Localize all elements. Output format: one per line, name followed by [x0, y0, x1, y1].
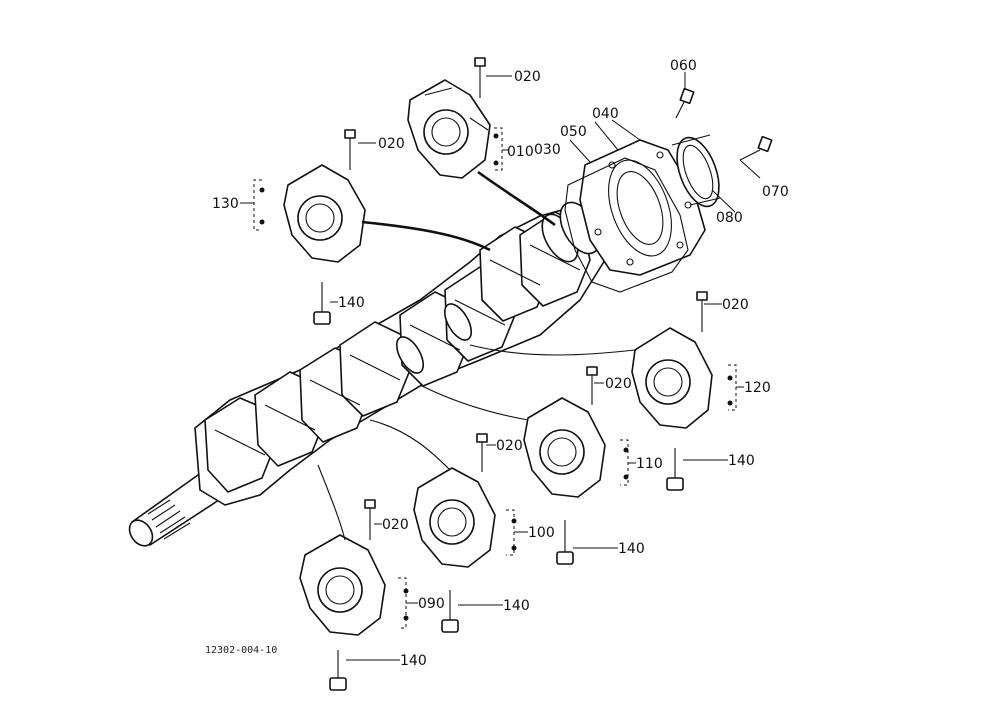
callout-020: 020	[514, 69, 541, 85]
callout-030: 030	[534, 142, 561, 158]
main-bearing-case-090	[299, 534, 386, 636]
bolt-070	[739, 135, 773, 161]
callout-130: 130	[212, 196, 239, 212]
oil-seal-080	[671, 134, 721, 208]
callout-020: 020	[382, 517, 409, 533]
bolts-140	[313, 282, 684, 691]
main-bearing-case-120	[631, 327, 713, 429]
leader-lines	[240, 72, 761, 661]
callout-010: 010	[507, 144, 534, 160]
rear-housing-040	[579, 139, 706, 276]
main-bearing-case-010	[407, 79, 491, 179]
callout-120: 120	[744, 380, 771, 396]
callout-040: 040	[592, 106, 619, 122]
bolt-060	[675, 87, 695, 119]
callout-080: 080	[716, 210, 743, 226]
callout-090: 090	[418, 596, 445, 612]
callout-020: 020	[496, 438, 523, 454]
crankshaft	[128, 201, 606, 547]
callout-100: 100	[528, 525, 555, 541]
callout-140: 140	[728, 453, 755, 469]
callout-140: 140	[338, 295, 365, 311]
callout-labels: 020 020 020 020 020 020 010 030 050 040 …	[212, 58, 789, 669]
callout-070: 070	[762, 184, 789, 200]
callout-020: 020	[722, 297, 749, 313]
gasket-050	[564, 157, 689, 293]
main-bearing-case-130	[283, 164, 366, 263]
callout-060: 060	[670, 58, 697, 74]
callout-020: 020	[378, 136, 405, 152]
callout-020: 020	[605, 376, 632, 392]
callout-110: 110	[636, 456, 663, 472]
callout-140: 140	[400, 653, 427, 669]
callout-140: 140	[503, 598, 530, 614]
main-bearing-case-100	[413, 467, 496, 568]
figure-code: 12302-004-10	[205, 645, 277, 656]
callout-140: 140	[618, 541, 645, 557]
callout-050: 050	[560, 124, 587, 140]
main-bearing-case-110	[523, 397, 606, 498]
bolts-020	[344, 57, 708, 540]
assembly-connector-lines	[317, 170, 636, 541]
